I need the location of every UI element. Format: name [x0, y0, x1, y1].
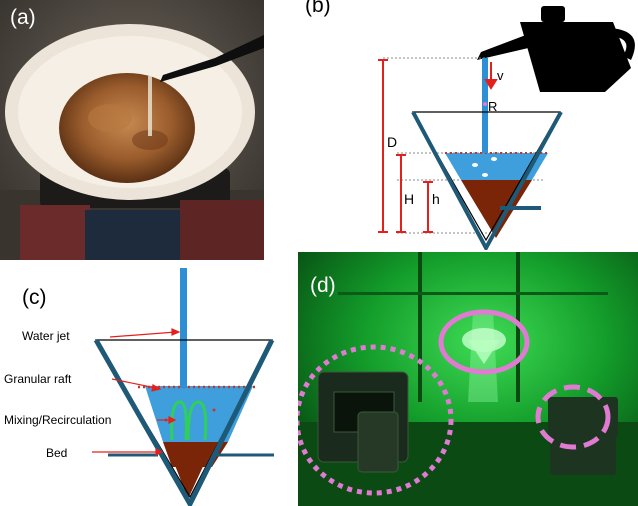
cone-schematic-b: v R D H h — [378, 6, 635, 250]
photo-lab-setup: (d) — [298, 252, 638, 506]
panel-d-label: (d) — [310, 274, 336, 297]
panel-b-label: (b) — [305, 0, 331, 17]
water-jet — [180, 268, 187, 388]
water-jet-label: Water jet — [22, 329, 70, 343]
equipment-highlight-circle — [535, 384, 611, 450]
panel-a-label: (a) — [10, 6, 36, 29]
velocity-symbol: v — [497, 68, 504, 83]
granular-raft-label: Granular raft — [4, 372, 72, 386]
funnel-highlight-circle — [438, 309, 530, 375]
photo-pour-over: (a) — [0, 0, 264, 260]
depth-symbol-D: D — [387, 134, 397, 150]
camera-highlight-circle — [298, 344, 454, 496]
pour-over-photo-illustration — [0, 0, 264, 260]
mixing-label: Mixing/Recirculation — [4, 413, 111, 427]
height-symbol-h: h — [432, 191, 440, 207]
water-layer — [445, 153, 548, 180]
kettle-icon — [477, 6, 635, 92]
panel-c-label: (c) — [22, 286, 47, 309]
lab-photo-illustration — [298, 252, 638, 506]
cone-schematic-c: Water jet Granular raft Mixing/Recircula… — [4, 268, 275, 506]
height-symbol-H: H — [404, 191, 414, 207]
radius-symbol: R — [488, 99, 497, 114]
schematic-dimensions: v R D H h (b) — [305, 0, 638, 250]
schematic-annotated: Water jet Granular raft Mixing/Recircula… — [0, 262, 300, 506]
bed-label: Bed — [46, 446, 67, 460]
